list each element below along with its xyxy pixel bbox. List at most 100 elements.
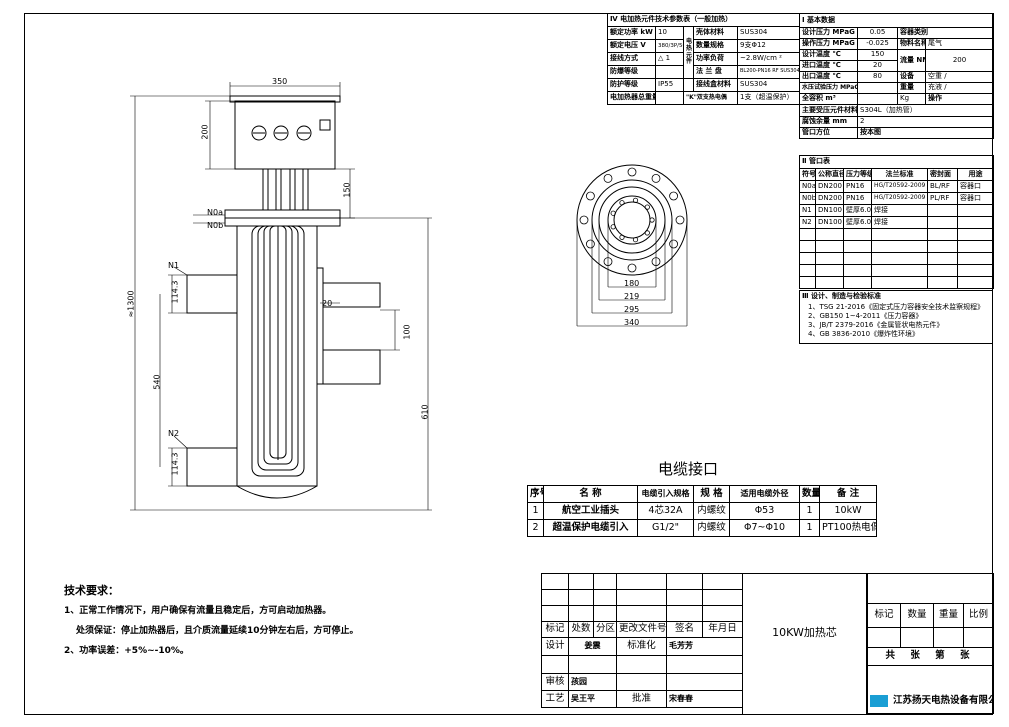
dim-box-height: 200 xyxy=(200,124,210,140)
nozzle-cell: DN200 xyxy=(815,192,844,205)
dim-offset: 20 xyxy=(322,299,333,308)
label-n1: N1 xyxy=(168,261,180,270)
nozzle-cell: 壁厚6.02 xyxy=(843,216,872,229)
meta-header: 标记 xyxy=(867,603,901,628)
cable-cell: 2 xyxy=(527,519,544,537)
nozzle-cell: N2 xyxy=(799,216,816,229)
nozzle-header: 用途 xyxy=(956,168,995,181)
basic-value: 空重 / xyxy=(924,71,995,83)
heating-element-end xyxy=(632,237,639,243)
tb-person: 毛芳芳 xyxy=(666,637,743,656)
basic-key: Kg xyxy=(897,93,926,105)
standard-item: 3、JB/T 2379-2016《金属管状电热元件》 xyxy=(808,321,944,329)
spec-key: 功率负荷 xyxy=(693,52,738,66)
nozzle-cell: 容器口 xyxy=(956,180,995,193)
bolt-hole xyxy=(586,239,595,249)
nozzle-cell: 壁厚6.02 xyxy=(843,204,872,217)
flange-dim-1: 180 xyxy=(624,279,640,288)
bolt-hole xyxy=(579,215,589,225)
nozzle-cell: PL/RF xyxy=(927,192,958,205)
cable-cell: 4芯32A xyxy=(637,502,694,520)
heating-element-end xyxy=(632,197,639,203)
junction-box xyxy=(234,100,336,170)
cable-cell: 1 xyxy=(799,519,820,537)
spec-key: 数量规格 xyxy=(693,39,738,53)
spec-key: 法 兰 盘 xyxy=(693,65,738,79)
tb-person: 吴王平 xyxy=(568,690,617,708)
cable-header: 名 称 xyxy=(543,485,638,503)
standard-item: 2、GB150 1~4-2011《压力容器》 xyxy=(808,312,923,320)
basic-key: 设计温度 ℃ xyxy=(799,49,858,61)
basic-key: 腐蚀余量 mm xyxy=(799,116,858,128)
basic-key: 水压试验压力 MPaG xyxy=(799,82,858,94)
spec-value: IP55 xyxy=(655,78,684,92)
tb-header: 处数 xyxy=(568,621,594,638)
heating-element-end xyxy=(610,210,616,216)
company-logo xyxy=(870,695,888,707)
spec-value: ~2.8W/cm ² xyxy=(736,52,801,66)
standards-title: Ⅲ 设计、制造与检验标准 xyxy=(802,292,882,300)
nozzle-cell: BL/RF xyxy=(927,180,958,193)
cable-header: 数量 xyxy=(799,485,820,503)
basic-key: 设备 xyxy=(897,71,926,83)
heating-element-end xyxy=(619,200,625,206)
cable-cell: Φ7~Φ10 xyxy=(729,519,800,537)
basic-value: 20 xyxy=(857,60,898,72)
bolt-hole xyxy=(651,173,661,183)
nozzle-cell: DN100 xyxy=(815,204,844,217)
spec-value: SUS304 xyxy=(736,78,801,92)
tb-header: 分区 xyxy=(593,621,617,638)
heating-element-end xyxy=(644,230,650,236)
spec-title: Ⅳ 电加热元件技术参数表（一般加热） xyxy=(606,13,801,27)
basic-value: 充液 / xyxy=(924,82,995,94)
spec-key: 接线盒材料 xyxy=(693,78,738,92)
standard-item: 4、GB 3836-2010《爆炸性环境》 xyxy=(808,330,920,338)
bolt-hole xyxy=(627,263,637,273)
heating-element-end xyxy=(649,217,655,223)
basic-key: 设计压力 MPaG xyxy=(799,27,858,39)
flange-dim-2: 219 xyxy=(624,292,640,301)
basic-key: 操作压力 MPaG xyxy=(799,38,858,50)
basic-value: 0.05 xyxy=(857,27,898,39)
cable-cell: 内螺纹 xyxy=(693,502,730,520)
flange-top-view xyxy=(576,164,688,276)
dim-length: 610 xyxy=(420,404,430,420)
drawing-frame xyxy=(24,13,993,715)
dim-pipe: 100 xyxy=(402,324,412,340)
label-n0b: N0b xyxy=(207,221,224,230)
nozzle-cell: 容器口 xyxy=(956,192,995,205)
standards-block: Ⅲ 设计、制造与检验标准 1、TSG 21-2016《固定式压力容器安全技术监察… xyxy=(799,290,993,344)
basic-key: 物料名称 xyxy=(897,38,926,50)
basic-key: 主要受压元件材料 xyxy=(799,104,858,117)
dim-flange-height: 150 xyxy=(342,182,352,198)
tb-label: 批准 xyxy=(616,690,667,708)
heating-element-end xyxy=(644,204,650,210)
tb-label: 标准化 xyxy=(616,637,667,656)
nozzle-cell: N1 xyxy=(799,204,816,217)
standard-item: 1、TSG 21-2016《固定式压力容器安全技术监察规程》 xyxy=(808,303,985,311)
spec-value xyxy=(655,91,684,105)
heating-element-end xyxy=(619,234,625,240)
nozzle-header: 法兰标准 xyxy=(871,168,928,181)
basic-key: 全容积 m³ xyxy=(799,93,858,105)
cable-header: 适用电缆外径 xyxy=(729,485,800,503)
cable-cell: 1 xyxy=(799,502,820,520)
tb-header: 年月日 xyxy=(702,621,743,638)
spec-key: 电加热器总重量 xyxy=(607,91,656,105)
basic-key: 容器类别 xyxy=(896,27,995,39)
tb-label: 工艺 xyxy=(541,690,569,708)
nozzle-n2 xyxy=(186,447,238,487)
nozzle-cell: PN16 xyxy=(843,180,872,193)
nozzle-cell: DN200 xyxy=(815,180,844,193)
meta-header: 比例 xyxy=(963,603,994,628)
spec-value: BL200-PN16 RF SUS304 xyxy=(736,65,801,79)
